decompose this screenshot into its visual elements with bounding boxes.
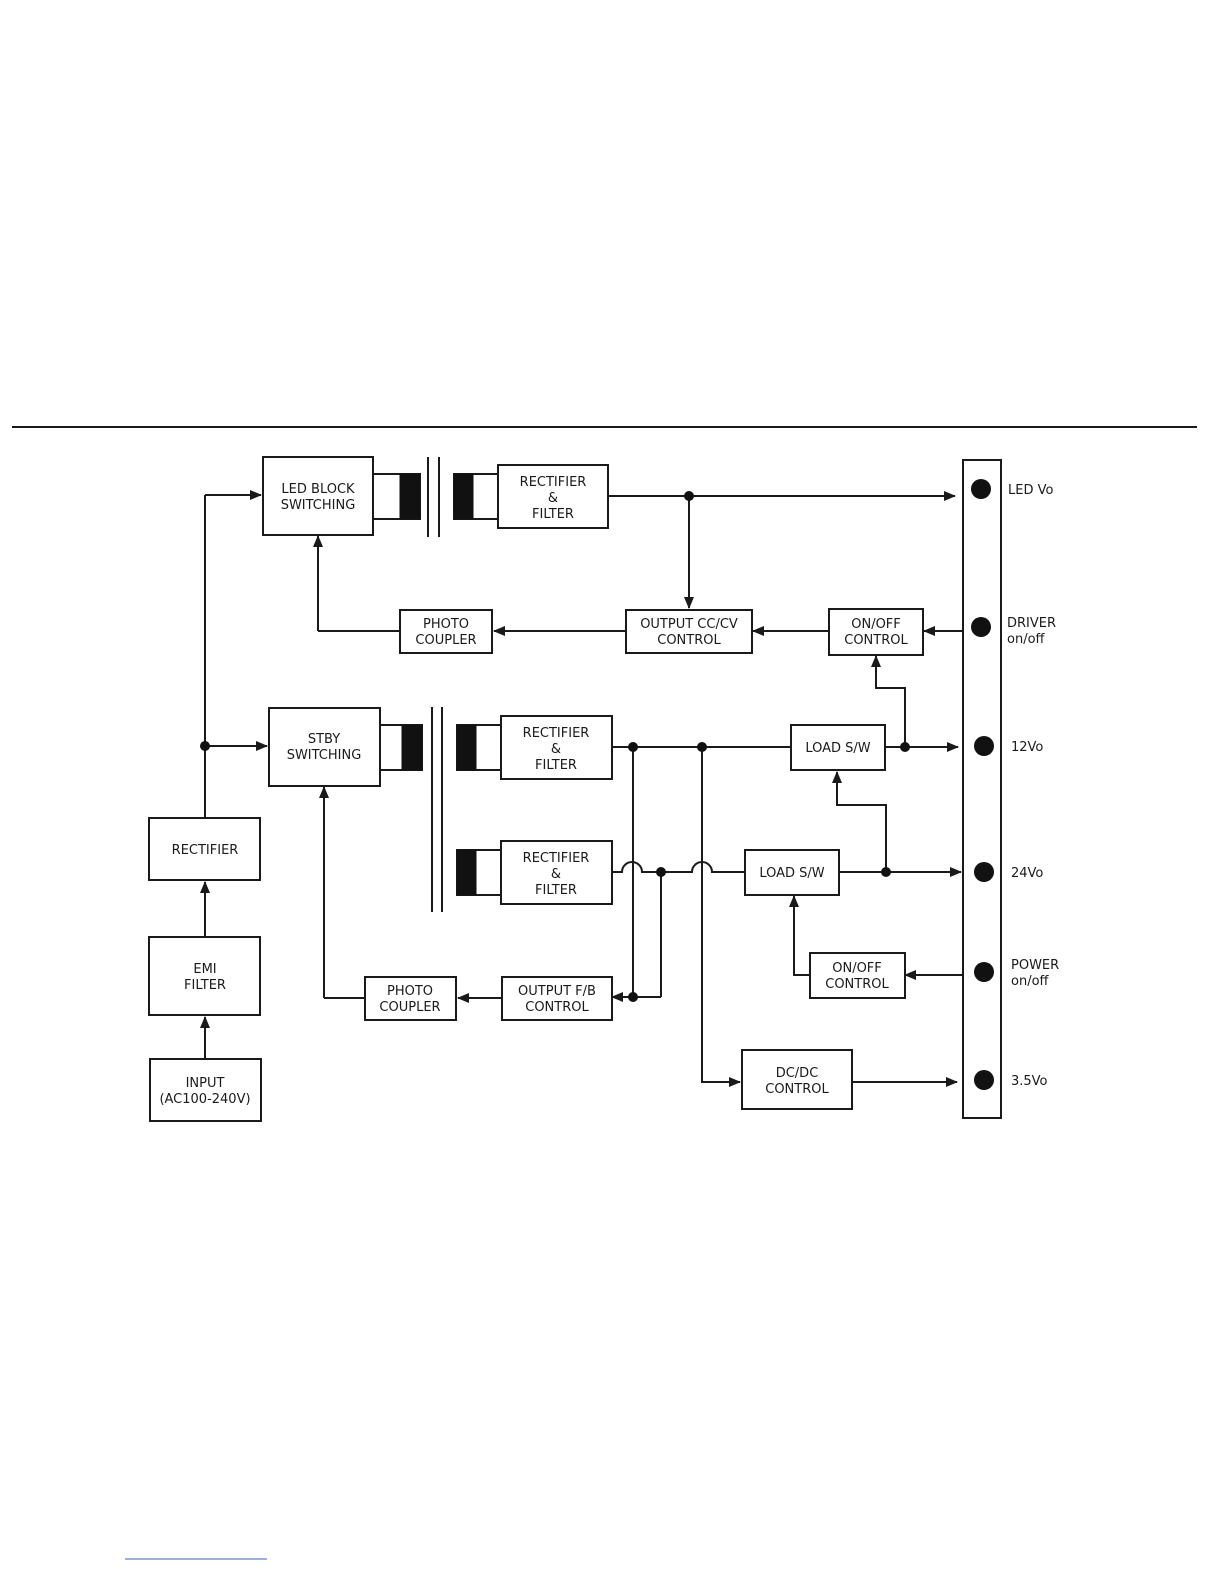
rectifier-filter-led-block: RECTIFIER&FILTER [498,465,608,528]
svg-text:LOAD S/W: LOAD S/W [805,741,870,756]
svg-text:LOAD S/W: LOAD S/W [759,866,824,881]
rectifier-block: RECTIFIER [149,818,260,880]
terminal-driver-onoff [971,617,991,637]
rectifier-filter-12v-block: RECTIFIER&FILTER [501,716,612,779]
label-24vo: 24Vo [1011,866,1043,881]
terminal-3-5vo [974,1070,994,1090]
output-connector [963,460,1001,1118]
terminal-12vo [974,736,994,756]
svg-text:RECTIFIER: RECTIFIER [172,843,239,858]
input-block: INPUT(AC100-240V) [150,1059,261,1121]
load-sw-12v-block: LOAD S/W [791,725,885,770]
terminal-power-onoff [974,962,994,982]
load-sw-24v-block: LOAD S/W [745,850,839,895]
transformer-led [373,457,498,537]
transformer-stby [380,707,501,912]
rectifier-filter-24v-block: RECTIFIER&FILTER [501,841,612,904]
label-12vo: 12Vo [1011,740,1043,755]
label-led-vo: LED Vo [1008,483,1053,498]
terminal-led-vo [971,479,991,499]
label-3-5vo: 3.5Vo [1011,1074,1048,1089]
terminal-24vo [974,862,994,882]
